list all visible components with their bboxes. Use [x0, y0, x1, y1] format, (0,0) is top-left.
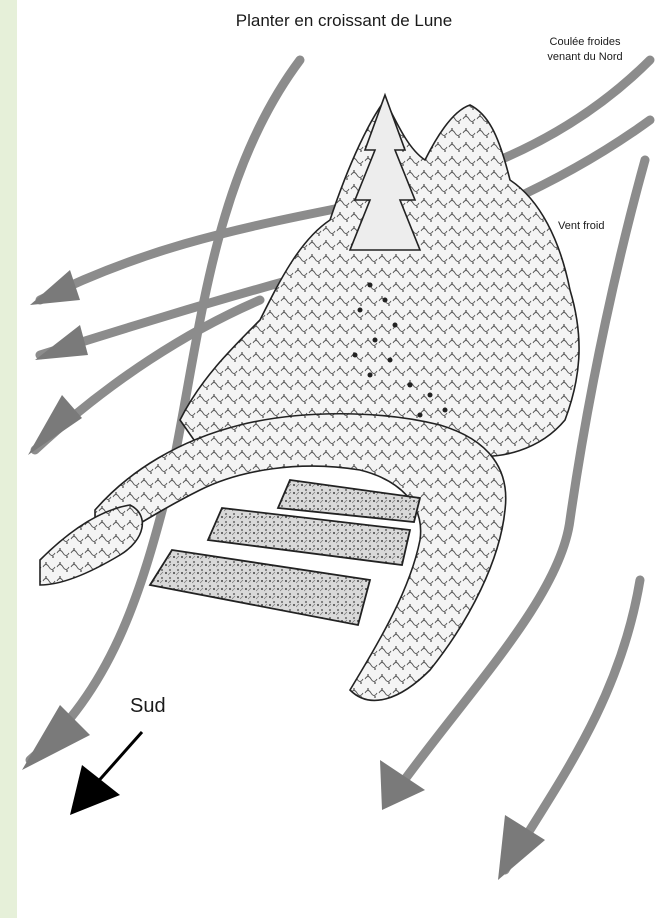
arrowhead-icon — [35, 325, 88, 360]
crescent-shrub-band — [95, 414, 506, 701]
arrowhead-icon — [28, 395, 82, 455]
south-arrowhead-icon — [70, 765, 120, 815]
south-arrow — [70, 732, 142, 815]
garden-bed-front — [150, 550, 370, 625]
arrowhead-icon — [22, 705, 90, 770]
cold-wind-label: Vent froid — [558, 220, 604, 232]
flower-border-left — [40, 505, 142, 585]
arrowhead-icon — [30, 270, 80, 305]
garden-beds — [150, 480, 420, 625]
cold-flow-label-line2: venant du Nord — [547, 51, 622, 63]
diagram-title: Planter en croissant de Lune — [236, 11, 452, 30]
south-label: Sud — [130, 695, 166, 717]
cold-flow-label-line1: Coulée froides — [550, 36, 621, 48]
